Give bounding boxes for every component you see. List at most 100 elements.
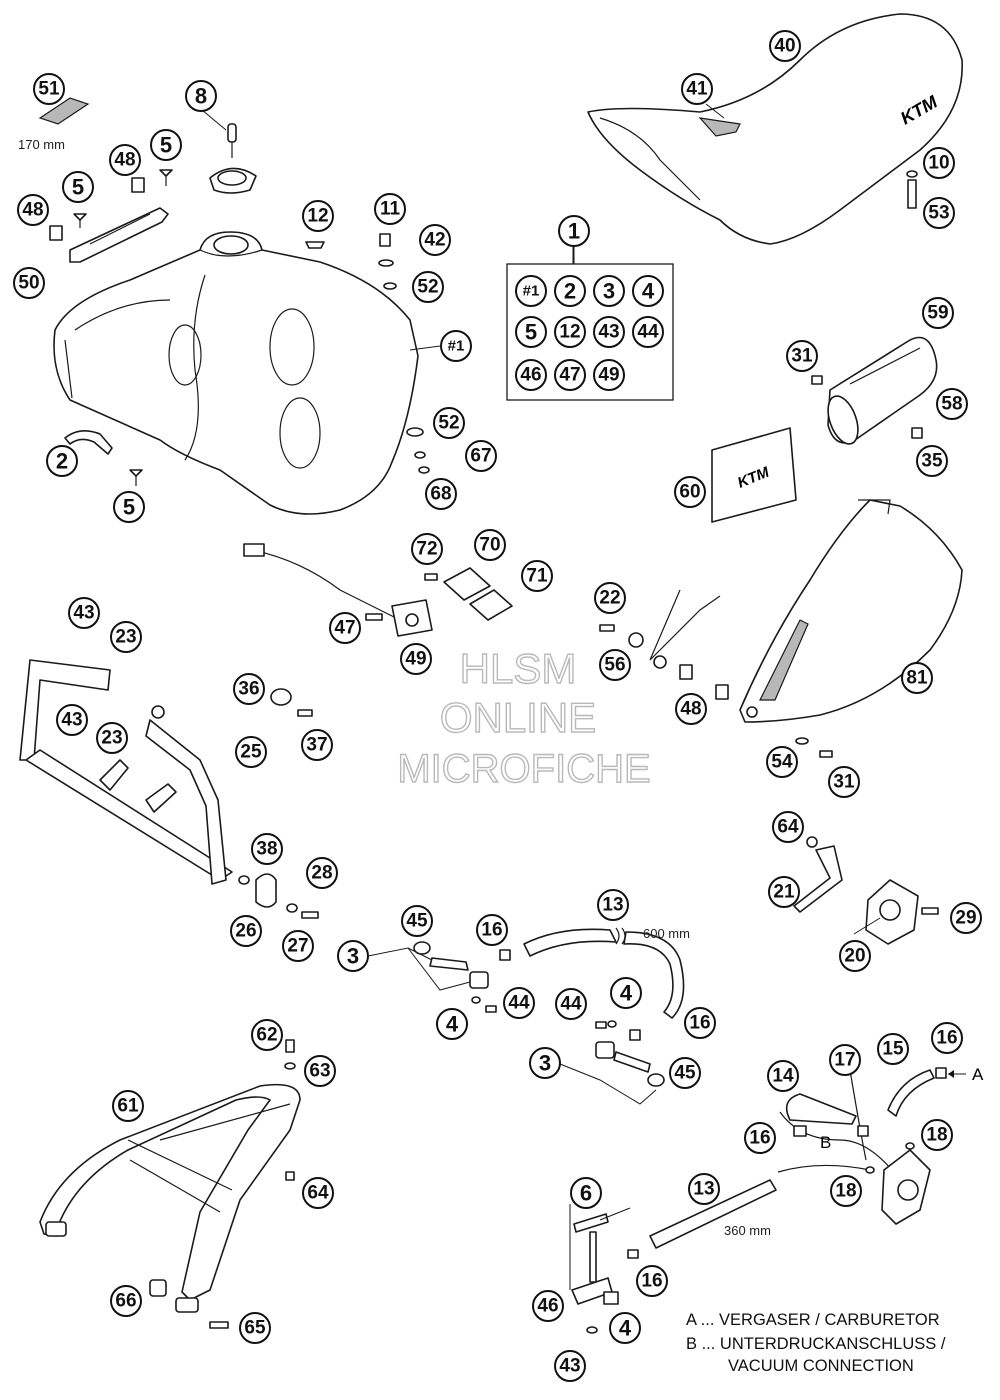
callout-64b: 64 (302, 1177, 334, 1209)
callout-43c-label: 43 (559, 1356, 580, 1377)
callout-52b: 52 (433, 407, 465, 439)
kit-item-1-label: 2 (564, 279, 576, 304)
callout-20-label: 20 (844, 946, 865, 967)
callout-28-label: 28 (311, 863, 332, 884)
dim-hose-long: 600 mm (643, 926, 690, 941)
callout-43a-ring (68, 597, 100, 629)
callout-53: 53 (923, 197, 955, 229)
dim-strip-length: 170 mm (18, 137, 65, 152)
callout-10-ring (923, 147, 955, 179)
callout-6: 6 (570, 1177, 602, 1209)
callout-18b-label: 18 (835, 1181, 856, 1202)
kit-item-3-ring (632, 275, 664, 307)
callout-kit: 1 (558, 215, 590, 247)
kit-item-10: 49 (593, 359, 625, 391)
callout-26-ring (230, 915, 262, 947)
kit-item-9: 47 (554, 359, 586, 391)
callout-23b-label: 23 (101, 728, 122, 749)
damper-36 (270, 688, 313, 717)
callout-31b-ring (828, 766, 860, 798)
callout-4b: 4 (610, 977, 642, 1009)
kit-item-3: 4 (632, 275, 664, 307)
callout-52a: 52 (412, 271, 444, 303)
callout-5a-ring (150, 129, 182, 161)
callout-21-ring (768, 876, 800, 908)
callout-5b-label: 5 (72, 175, 84, 200)
seat-40: KTM (587, 13, 963, 245)
callout-70-ring (474, 529, 506, 561)
callout-11: 11 (374, 193, 406, 225)
callout-36-ring (233, 673, 265, 705)
callout-45b-label: 45 (674, 1063, 696, 1084)
callout-31b: 31 (828, 766, 860, 798)
legend-line-b2: VACUUM CONNECTION (728, 1357, 914, 1375)
callout-15-ring (877, 1033, 909, 1065)
callout-13a: 13 (597, 889, 629, 921)
callout-4a-ring (436, 1008, 468, 1040)
callout-16e-label: 16 (641, 1271, 662, 1292)
callout-5a: 5 (150, 129, 182, 161)
callout-46: 46 (532, 1290, 564, 1322)
kit-item-1: 2 (554, 275, 586, 307)
callout-61-label: 61 (117, 1096, 139, 1117)
callout-58-label: 58 (941, 394, 962, 415)
callout-5a-label: 5 (160, 133, 172, 158)
callout-43b: 43 (56, 704, 88, 736)
watermark: HLSM ONLINE MICROFICHE (397, 644, 652, 791)
callout-38: 38 (251, 833, 283, 865)
kit-item-2-label: 3 (603, 279, 615, 304)
callout-51: 51 (33, 73, 65, 105)
callout-29: 29 (950, 902, 982, 934)
callout-44b-ring (555, 988, 587, 1020)
callout-53-ring (923, 197, 955, 229)
callout-16a-label: 16 (481, 920, 502, 941)
callout-42: 42 (419, 224, 451, 256)
callout-25-label: 25 (240, 742, 262, 763)
callout-4b-ring (610, 977, 642, 1009)
kit-item-1-ring (554, 275, 586, 307)
callout-56-label: 56 (604, 655, 625, 676)
callout-2: 2 (46, 445, 78, 477)
callout-38-label: 38 (256, 839, 277, 860)
callout-20-ring (839, 940, 871, 972)
callout-23a-ring (110, 621, 142, 653)
callout-17: 17 (829, 1044, 861, 1076)
callout-49-ring (400, 643, 432, 675)
callout-3a-label: 3 (347, 944, 359, 969)
leader-lines (201, 103, 881, 1290)
callout-16b-ring (684, 1007, 716, 1039)
callout-40-ring (769, 30, 801, 62)
decal-60: KTM (711, 427, 797, 523)
callout-45b-ring (669, 1057, 701, 1089)
callout-h1: #1 (440, 330, 472, 362)
callout-16d-ring (744, 1122, 776, 1154)
callout-28: 28 (306, 857, 338, 889)
callout-49-label: 49 (405, 649, 426, 670)
callout-h1-ring (440, 330, 472, 362)
callout-18b: 18 (830, 1175, 862, 1207)
callout-67: 67 (465, 440, 497, 472)
callout-13b-label: 13 (693, 1179, 714, 1200)
callout-48b-label: 48 (22, 200, 43, 221)
callout-46-ring (532, 1290, 564, 1322)
callout-68-label: 68 (430, 484, 451, 505)
tank-fasteners (305, 233, 430, 474)
fuel-pump-20 (793, 836, 939, 945)
kit-box (506, 244, 674, 401)
callout-58-ring (936, 388, 968, 420)
callout-6-label: 6 (580, 1181, 592, 1206)
callout-48c: 48 (675, 693, 707, 725)
callout-10-label: 10 (928, 153, 949, 174)
callout-kit-ring (558, 215, 590, 247)
callout-72-label: 72 (416, 539, 437, 560)
callout-18a-ring (921, 1119, 953, 1151)
kit-item-8-ring (515, 359, 547, 391)
callout-60: 60 (674, 476, 706, 508)
damper-26 (238, 873, 319, 919)
callout-kit-label: 1 (568, 219, 580, 244)
callout-10: 10 (923, 147, 955, 179)
callout-48a-ring (109, 144, 141, 176)
kit-item-2: 3 (593, 275, 625, 307)
callout-51-label: 51 (38, 79, 60, 100)
